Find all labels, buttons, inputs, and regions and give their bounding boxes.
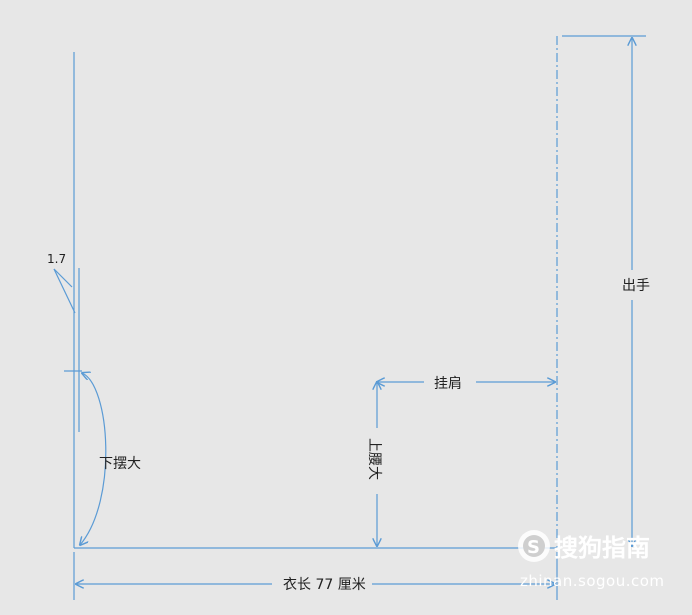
hem-offset-label: 1.7 xyxy=(47,252,66,266)
waist-label: 上腰大 xyxy=(366,438,382,480)
hem-width-label: 下摆大 xyxy=(99,456,141,472)
svg-text:S: S xyxy=(527,537,540,558)
length-label: 衣长 77 厘米 xyxy=(283,577,366,593)
sogou-logo-icon: S xyxy=(518,530,550,562)
shoulder-label: 挂肩 xyxy=(434,376,462,392)
hem-width-arrow xyxy=(80,373,107,545)
watermark-url: zhinan.sogou.com xyxy=(520,572,665,590)
sleeve-label: 出手 xyxy=(622,278,650,294)
callout-line-lower xyxy=(53,268,76,314)
callout-line-upper xyxy=(53,268,73,288)
watermark-brand: 搜狗指南 xyxy=(554,534,650,562)
sogou-watermark: S 搜狗指南 zhinan.sogou.com xyxy=(518,530,665,590)
